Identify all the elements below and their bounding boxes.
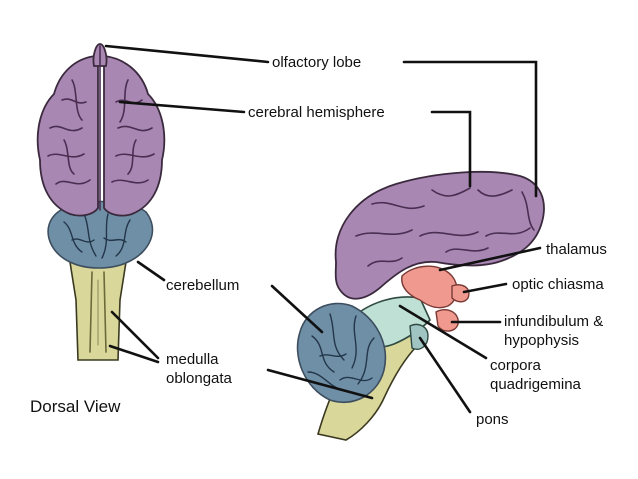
dorsal-left-hemisphere — [36, 55, 99, 217]
label-optic-chiasma: optic chiasma — [512, 276, 604, 293]
label-medulla: medulla — [166, 351, 219, 368]
label-cerebellum: cerebellum — [166, 277, 239, 294]
label-infundibulum: infundibulum & — [504, 313, 603, 330]
lateral-view-brain — [296, 170, 545, 441]
label-oblongata: oblongata — [166, 370, 233, 387]
label-hypophysis: hypophysis — [504, 332, 579, 349]
labels: olfactory lobe cerebral hemisphere thala… — [30, 54, 607, 428]
label-corpora: corpora — [490, 357, 542, 374]
label-pons: pons — [476, 411, 509, 428]
dorsal-right-hemisphere — [103, 55, 166, 217]
label-thalamus: thalamus — [546, 241, 607, 258]
hypophysis — [435, 308, 459, 332]
label-quadrigemina: quadrigemina — [490, 376, 582, 393]
label-cerebral-hemisphere: cerebral hemisphere — [248, 104, 385, 121]
optic-chiasma — [451, 284, 470, 303]
label-dorsal-view: Dorsal View — [30, 397, 121, 416]
label-olfactory-lobe: olfactory lobe — [272, 54, 361, 71]
thalamus-region — [401, 265, 458, 309]
leader-lines — [104, 44, 542, 414]
dorsal-view-brain — [36, 43, 166, 361]
